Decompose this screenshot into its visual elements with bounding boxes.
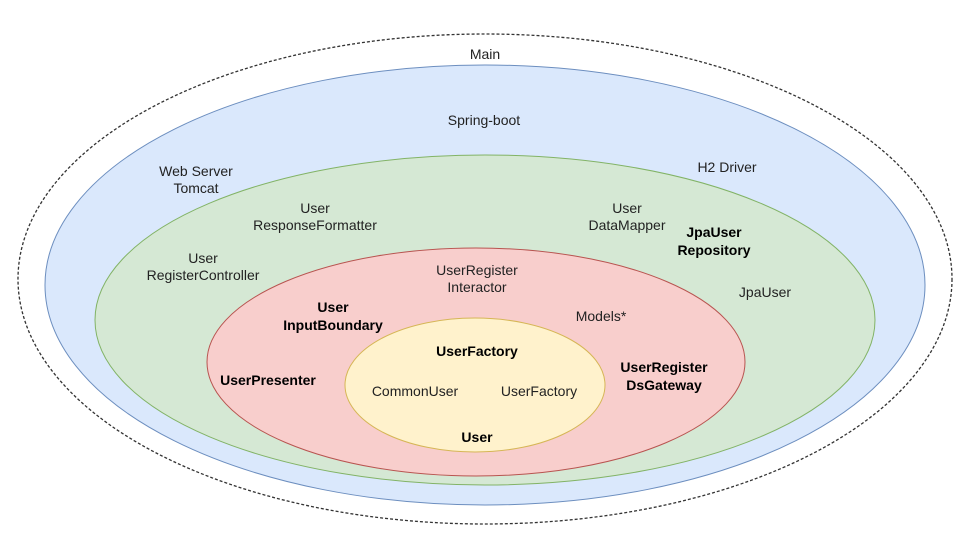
user-factory-label: UserFactory xyxy=(501,383,577,399)
register-controller-label-line1: User xyxy=(188,250,218,266)
user-presenter-label: UserPresenter xyxy=(220,372,316,388)
input-boundary-label-line1: User xyxy=(317,299,349,315)
user-entity-label: User xyxy=(461,429,493,445)
data-mapper-label-line2: DataMapper xyxy=(588,217,665,233)
models-label: Models* xyxy=(576,308,627,324)
response-formatter-label-line2: ResponseFormatter xyxy=(253,217,377,233)
entities-layer xyxy=(344,317,606,453)
h2-driver-label: H2 Driver xyxy=(697,159,756,175)
spring-boot-layer-title: Spring-boot xyxy=(448,112,520,128)
user-factory-title: UserFactory xyxy=(436,343,518,359)
jpa-user-repository-label-line1: JpaUser xyxy=(686,224,742,240)
jpa-user-repository-label-line2: Repository xyxy=(677,242,750,258)
input-boundary-label-line2: InputBoundary xyxy=(283,317,383,333)
web-server-label-line1: Web Server xyxy=(159,163,233,179)
main-layer-title: Main xyxy=(470,46,500,62)
jpa-user-label: JpaUser xyxy=(739,284,791,300)
data-mapper-label-line1: User xyxy=(612,200,642,216)
common-user-label: CommonUser xyxy=(372,383,459,399)
ds-gateway-label-line2: DsGateway xyxy=(626,377,702,393)
interactor-label-line2: Interactor xyxy=(447,279,506,295)
register-controller-label-line2: RegisterController xyxy=(147,267,260,283)
response-formatter-label-line1: User xyxy=(300,200,330,216)
web-server-label-line2: Tomcat xyxy=(173,180,218,196)
ds-gateway-label-line1: UserRegister xyxy=(620,359,708,375)
interactor-label-line1: UserRegister xyxy=(436,262,518,278)
main-layer-boundary xyxy=(17,33,953,525)
